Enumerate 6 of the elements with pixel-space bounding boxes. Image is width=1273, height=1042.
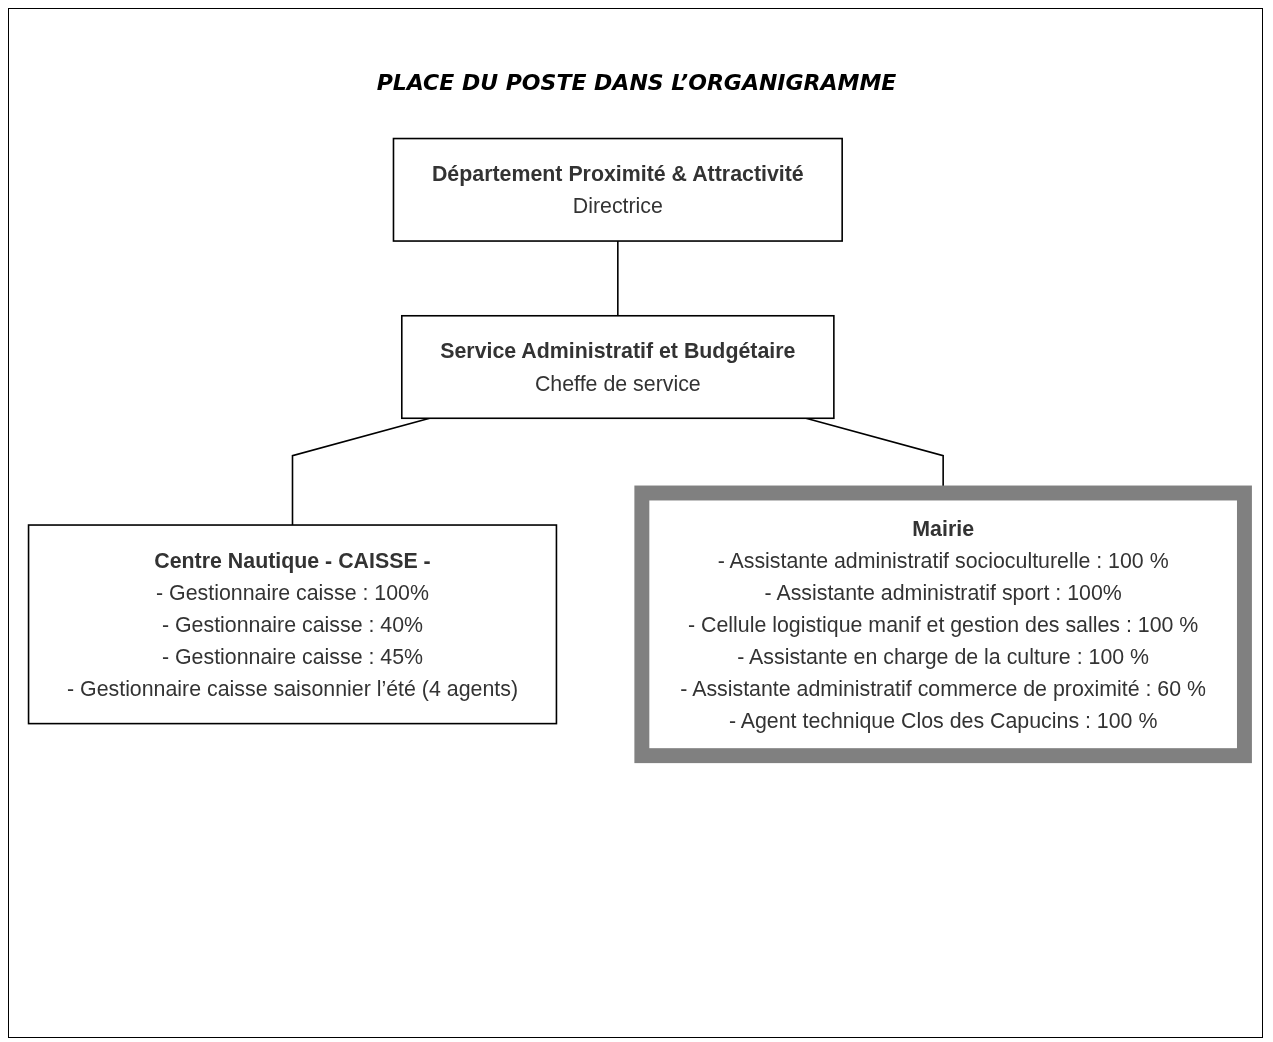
node-box: Département Proximité & Attractivité Directrice — [392, 137, 843, 242]
connector — [617, 240, 619, 317]
node-box: Service Administratif et Budgétaire Cheffe de service — [401, 314, 835, 420]
diagram-title: PLACE DU POSTE DANS L’ORGANIGRAMME — [376, 70, 897, 95]
node-box: Mairie - Assistante administratif socioculturelle : 100 % - Assistante administratif sport : 100% - Cellule logistique manif et gestion des salles : 100 % - Assistante en charge de la culture : 100 % - Assistante administratif commerce de proximité : 60 % - Agent technique Clos des Capucins : 100 % — [634, 485, 1252, 764]
node-box: Centre Nautique - CAISSE - - Gestionnaire caisse : 100% - Gestionnaire caisse : 40% - Gestionnaire caisse : 45% - Gestionnaire caisse saisonnier l’été (4 agents) — [27, 524, 558, 725]
